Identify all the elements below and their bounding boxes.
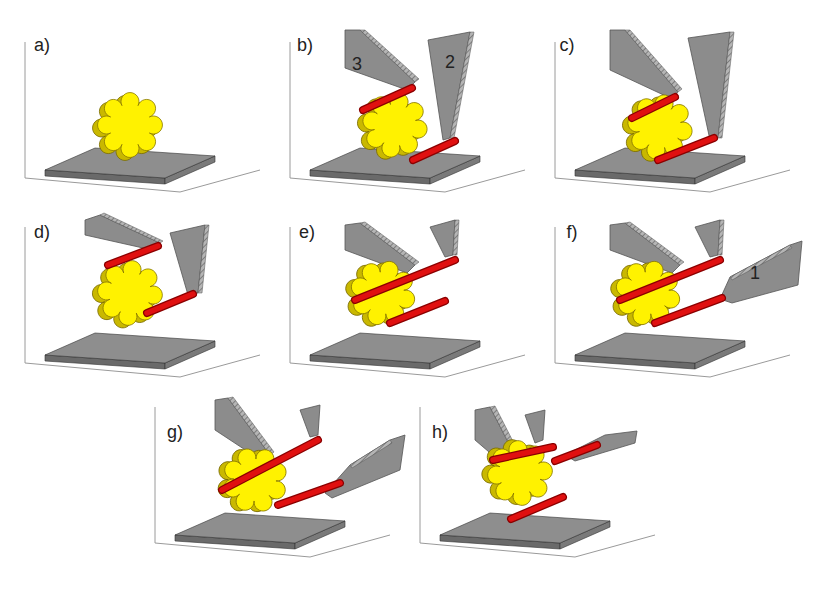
panel-h <box>420 406 655 557</box>
panel-letter-box: h) <box>432 423 448 441</box>
panel-letter: a) <box>34 35 50 55</box>
panel-e <box>290 220 525 377</box>
panel-letter: b) <box>297 35 313 55</box>
callout-number: 1 <box>750 263 760 283</box>
panel-letter-box: c) <box>560 36 575 54</box>
panel-letter-box: f) <box>567 223 578 241</box>
panel-letter-box: g) <box>167 423 183 441</box>
panel-g <box>155 397 405 557</box>
panel-a <box>25 42 260 192</box>
panel-f <box>555 220 802 377</box>
panel-letter: f) <box>567 222 578 242</box>
callout-number-box: 1 <box>750 264 760 282</box>
panel-letter: g) <box>167 422 183 442</box>
panel-d <box>25 213 260 377</box>
callout-number-box: 2 <box>445 53 455 71</box>
callout-number: 2 <box>445 52 455 72</box>
panel-letter: d) <box>34 222 50 242</box>
panel-letter: c) <box>560 35 575 55</box>
panel-b <box>290 30 525 192</box>
panel-letter-box: d) <box>34 223 50 241</box>
panel-letter-box: e) <box>299 223 315 241</box>
panel-letter: e) <box>299 222 315 242</box>
panel-c <box>555 30 790 192</box>
panel-letter-box: b) <box>297 36 313 54</box>
panel-letter-box: a) <box>34 36 50 54</box>
panel-letter: h) <box>432 422 448 442</box>
callout-number: 3 <box>352 54 362 74</box>
callout-number-box: 3 <box>352 55 362 73</box>
